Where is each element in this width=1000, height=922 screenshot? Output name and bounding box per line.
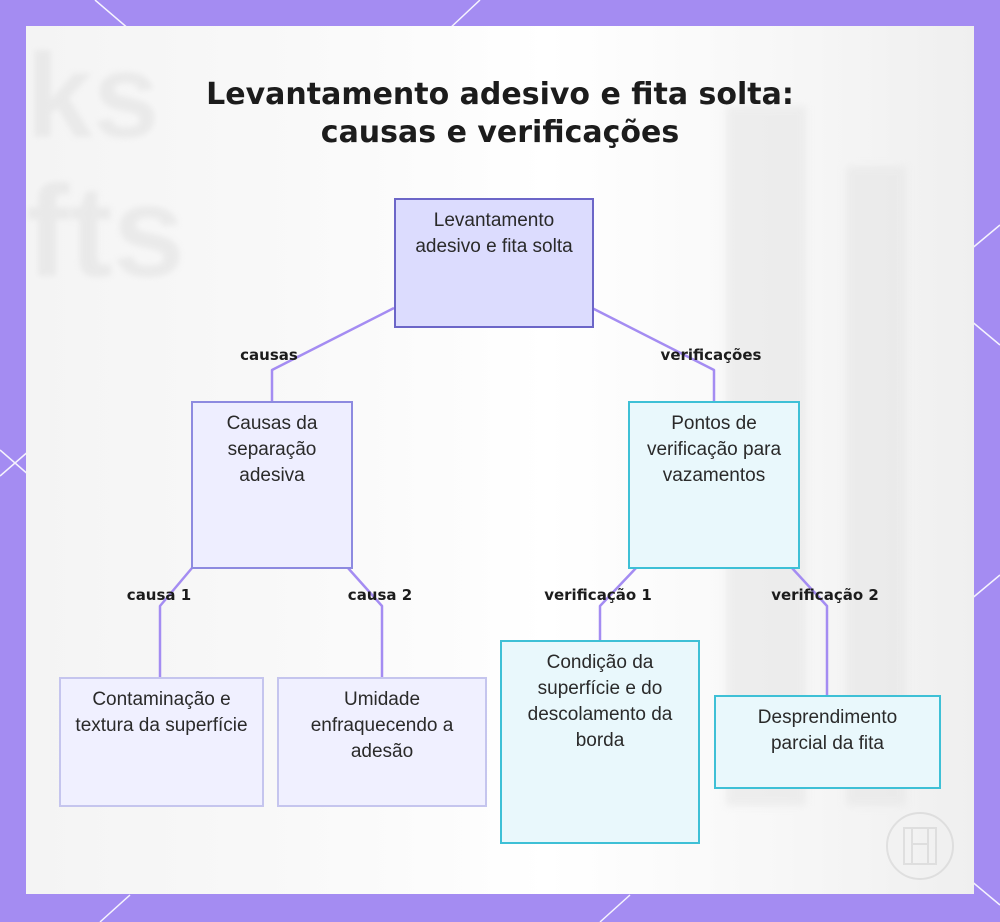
connector-cause-1 [158,567,193,677]
checks-group-node: Pontos de verificação para vazamentos [628,401,800,569]
connector-check-1 [598,567,637,640]
connector-lines [158,306,829,695]
edge-label-check-1: verificação 1 [544,586,652,604]
edge-label-cause-1: causa 1 [126,586,192,604]
checks-group-label: Pontos de verificação para vazamentos [646,413,782,486]
check-node-1: Condição da superfície e do descolamento… [500,640,700,844]
connector-check-2 [791,567,829,695]
connector-checks [591,306,716,401]
connector-cause-2 [347,567,384,677]
cause-node-1: Contaminação e textura da superfície [59,677,264,807]
root-node: Levantamento adesivo e fita solta [394,198,594,328]
edge-label-cause-2: causa 2 [347,586,413,604]
edge-label-causes: causas [240,346,298,364]
check-node-2: Desprendimento parcial da fita [714,695,941,789]
cause-node-1-label: Contaminação e textura da superfície [75,689,248,736]
diagram-title: Levantamento adesivo e fita solta: causa… [206,77,794,150]
cause-node-2-label: Umidade enfraquecendo a adesão [310,689,454,762]
connector-causes [270,306,395,401]
diagram-card: ks fts Levantamento adesivo e fita solta… [26,26,974,894]
edge-label-checks: verificações [660,346,762,364]
causes-group-label: Causas da separação adesiva [226,413,318,486]
check-node-2-label: Desprendimento parcial da fita [757,707,898,754]
edge-label-check-2: verificação 2 [771,586,879,604]
cause-node-2: Umidade enfraquecendo a adesão [277,677,487,807]
check-node-1-label: Condição da superfície e do descolamento… [527,652,673,751]
root-node-label: Levantamento adesivo e fita solta [415,210,573,257]
watermark-logo [886,812,954,880]
causes-group-node: Causas da separação adesiva [191,401,353,569]
